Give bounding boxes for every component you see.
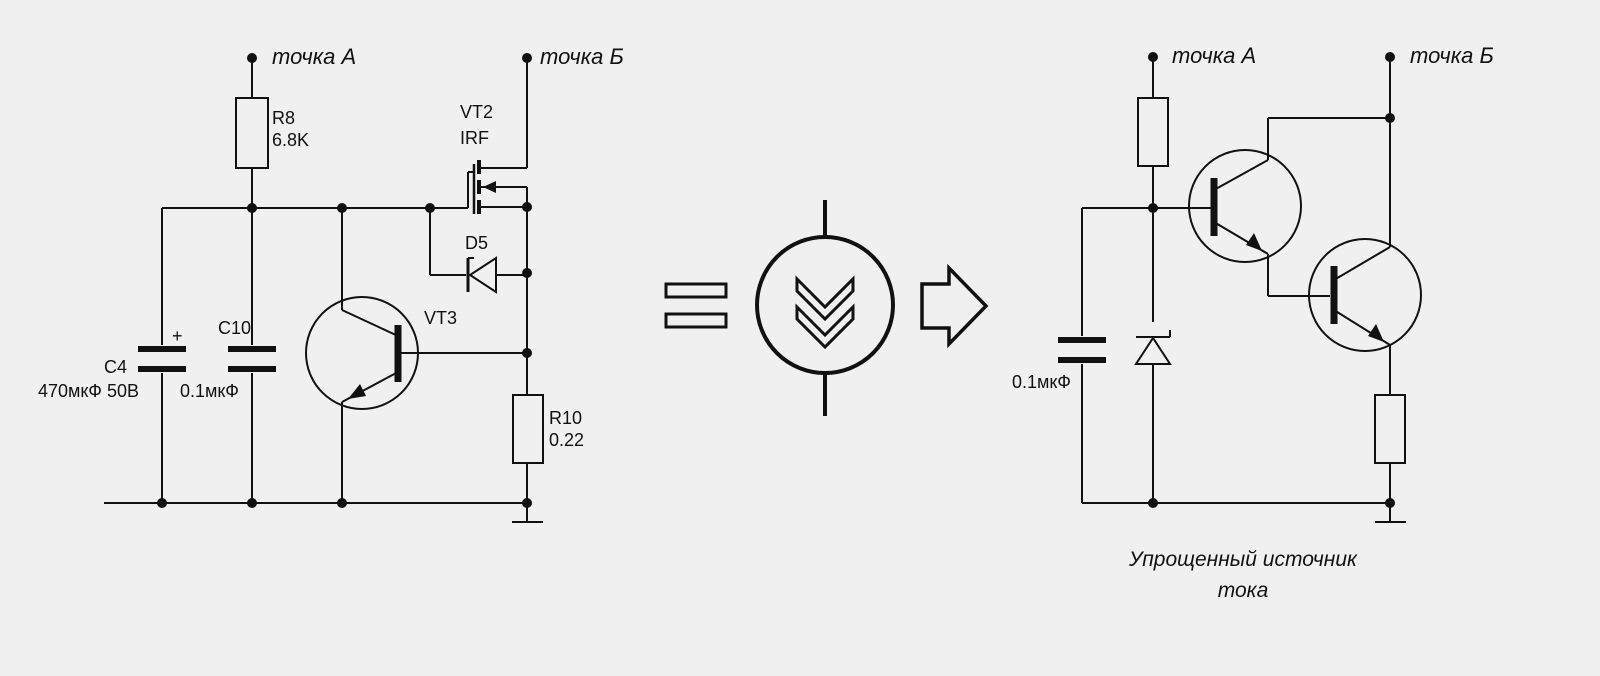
right-circuit: точка А точка Б 0.1мкФ	[1012, 43, 1494, 602]
label-r8-name: R8	[272, 108, 295, 128]
label-r10-name: R10	[549, 408, 582, 428]
label-point-b-left: точка Б	[540, 44, 624, 69]
label-c4-polarity: +	[172, 326, 183, 346]
resistor-bottom-right	[1374, 394, 1406, 464]
current-source-symbol	[755, 200, 895, 416]
transistor-vt3	[305, 208, 527, 503]
label-c4-value: 470мкФ 50В	[38, 381, 139, 401]
resistor-r8	[235, 97, 269, 169]
caption-line-1: Упрощенный источник	[1128, 548, 1358, 571]
equals-sign	[664, 282, 728, 329]
label-r10-value: 0.22	[549, 430, 584, 450]
zener-diode	[1134, 330, 1172, 503]
label-d5-name: D5	[465, 233, 488, 253]
mosfet-vt2	[467, 160, 527, 214]
label-point-b-right: точка Б	[1410, 43, 1494, 68]
capacitor-c4	[138, 208, 186, 503]
capacitor-c10	[228, 208, 276, 503]
transistor-q1	[1188, 117, 1390, 297]
transistor-q2	[1308, 238, 1422, 352]
label-c10-value: 0.1мкФ	[180, 381, 239, 401]
label-vt2-name: VT2	[460, 102, 493, 122]
label-point-a-left: точка А	[272, 44, 356, 69]
label-r8-value: 6.8K	[272, 130, 309, 150]
resistor-r10	[512, 394, 544, 464]
right-arrow-icon	[920, 263, 989, 349]
label-vt3-name: VT3	[424, 308, 457, 328]
label-cap-value-right: 0.1мкФ	[1012, 372, 1071, 392]
label-point-a-right: точка А	[1172, 43, 1256, 68]
diode-d5	[429, 208, 527, 294]
label-c10-name: C10	[218, 318, 251, 338]
left-circuit: точка А R8 6.8K точка Б VT2 IRF	[38, 44, 624, 523]
label-vt2-type: IRF	[460, 128, 489, 148]
capacitor-right	[1058, 208, 1106, 503]
label-c4-name: C4	[104, 357, 127, 377]
caption-line-2: тока	[1218, 579, 1269, 602]
resistor-top-right	[1137, 97, 1169, 167]
